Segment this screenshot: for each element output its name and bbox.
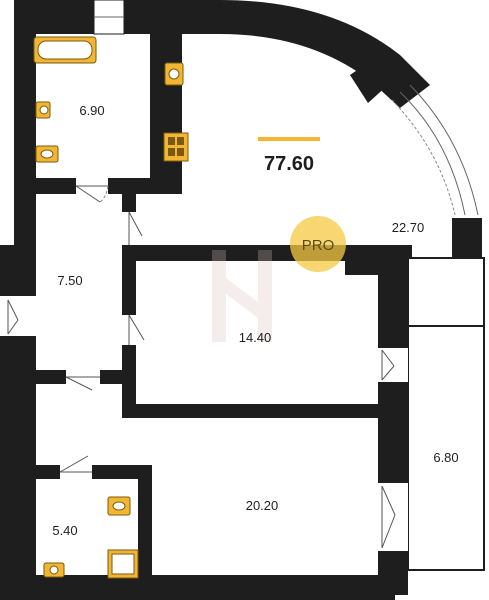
balcony-door-lower[interactable] [378, 483, 408, 551]
room-area-living: 22.70 [392, 220, 425, 235]
bedroom-door[interactable] [128, 314, 145, 345]
room-area-balcony: 6.80 [433, 450, 458, 465]
hall-bottom-door[interactable] [65, 376, 100, 391]
bathtub-icon [33, 36, 97, 64]
total-area: 77.60 [264, 153, 314, 175]
windows [93, 0, 479, 216]
shower-icon [107, 549, 139, 579]
doors [0, 185, 408, 551]
room-area-bathroom-bottom: 5.40 [52, 523, 77, 538]
entrance-door[interactable] [0, 296, 36, 336]
bath-bottom-door[interactable] [59, 455, 92, 473]
sink-icon [35, 101, 51, 119]
pro-badge: PRO [290, 216, 346, 272]
hall-door-upper[interactable] [128, 211, 143, 245]
bath-top-door[interactable] [75, 185, 109, 203]
h-logo-icon [212, 250, 272, 342]
sink-bottom-icon [43, 562, 65, 578]
balcony-door-upper[interactable] [378, 348, 408, 382]
pro-badge-text: PRO [302, 237, 335, 254]
room-area-bedroom: 14.40 [239, 330, 272, 345]
stove-icon [163, 132, 189, 162]
room-area-hall: 7.50 [57, 273, 82, 288]
toilet-icon [35, 145, 59, 163]
room-area-bathroom-top: 6.90 [79, 103, 104, 118]
toilet-bottom-icon [107, 496, 131, 516]
fixtures [33, 36, 189, 579]
accent-bar [258, 137, 320, 141]
kitchen-sink-icon [164, 62, 184, 86]
room-area-kitchen: 20.20 [246, 498, 279, 513]
